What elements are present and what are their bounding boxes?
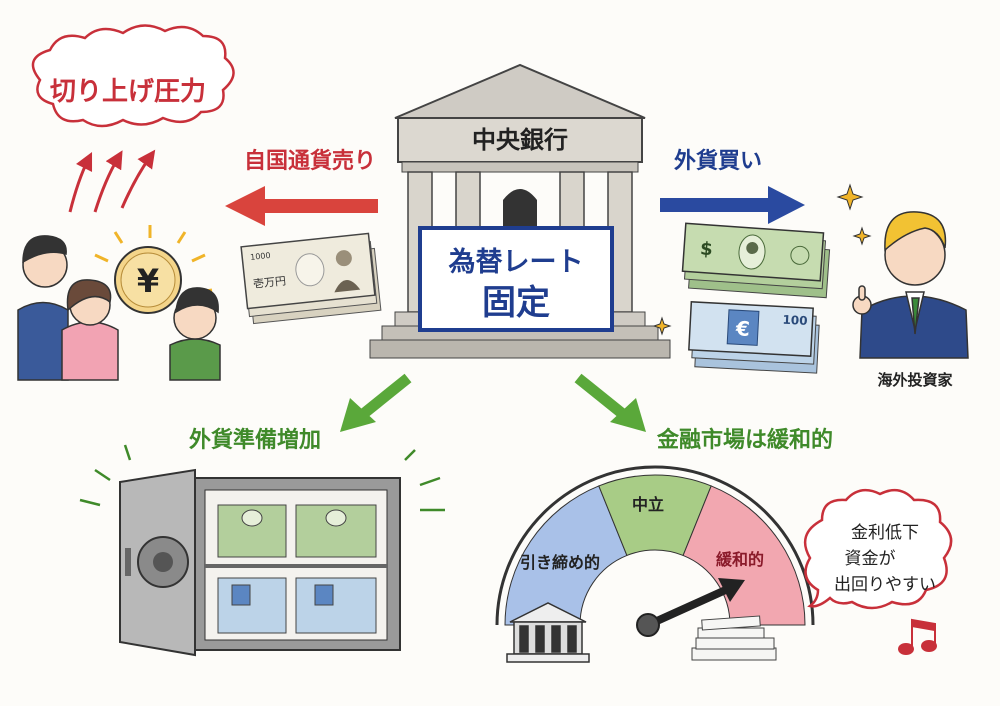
gauge-segment-easing	[682, 485, 806, 626]
yen-bill-denomination: 壱万円	[252, 273, 286, 290]
down-right-arrow-icon	[574, 373, 646, 432]
yen-coin-icon: ¥	[94, 225, 213, 314]
sign-line2: 固定	[482, 283, 550, 323]
monetary-gauge: 引き締め的 中立 緩和的	[495, 465, 815, 663]
investor-label: 海外投資家	[877, 371, 952, 389]
sell-arrow-icon	[225, 186, 378, 226]
appreciation-pressure-cloud: 切り上げ圧力	[31, 24, 235, 128]
buy-arrow-icon	[660, 186, 805, 224]
dollar-bundles	[217, 504, 377, 558]
gauge-label-easing: 緩和的	[716, 550, 764, 569]
exchange-rate-sign	[418, 226, 614, 332]
gauge-segment-tight	[504, 485, 628, 626]
dollar-symbol: $	[699, 238, 713, 260]
market-easing-title: 金融市場は緩和的	[656, 427, 833, 453]
yen-bill-stack-icon: 1000 壱万円	[240, 232, 382, 325]
appreciation-pressure-text: 切り上げ圧力	[50, 77, 206, 107]
euro-bundles	[217, 577, 377, 634]
yen-symbol: ¥	[137, 262, 159, 300]
sell-domestic-currency-label: 自国通貨売り	[244, 148, 376, 174]
gauge-label-tight: 引き締め的	[520, 553, 600, 572]
bubble-line-2: 資金が	[845, 549, 896, 569]
document-stack-icon	[691, 615, 777, 661]
buy-foreign-currency-label: 外貨買い	[674, 148, 762, 174]
safe-icon	[79, 444, 445, 657]
foreign-investor-icon	[852, 211, 969, 359]
up-arrows-icon	[68, 149, 156, 213]
people-icon	[17, 235, 221, 381]
music-note-icon	[898, 618, 937, 655]
gauge-needle-icon	[636, 578, 745, 637]
euro-value: 100	[782, 313, 808, 328]
down-left-arrow-icon	[340, 373, 412, 432]
bubble-line-3: 出回りやすい	[834, 575, 936, 595]
gauge-label-neutral: 中立	[632, 495, 664, 514]
speech-bubble: 金利低下 資金が 出回りやすい	[803, 488, 953, 610]
bubble-line-1: 金利低下	[851, 523, 919, 543]
euro-bill-stack-icon: € 100	[688, 301, 820, 374]
euro-symbol: €	[734, 316, 750, 341]
central-bank-building: 中央銀行 為替レート 固定	[369, 63, 671, 359]
central-bank-title: 中央銀行	[472, 126, 568, 154]
dollar-bill-stack-icon: $	[681, 222, 831, 299]
small-bank-icon	[506, 602, 590, 663]
reserve-increase-title: 外貨準備増加	[189, 427, 321, 453]
sign-line1: 為替レート	[449, 246, 584, 278]
sparkle-icon	[652, 183, 872, 336]
yen-bill-number: 1000	[250, 251, 271, 262]
